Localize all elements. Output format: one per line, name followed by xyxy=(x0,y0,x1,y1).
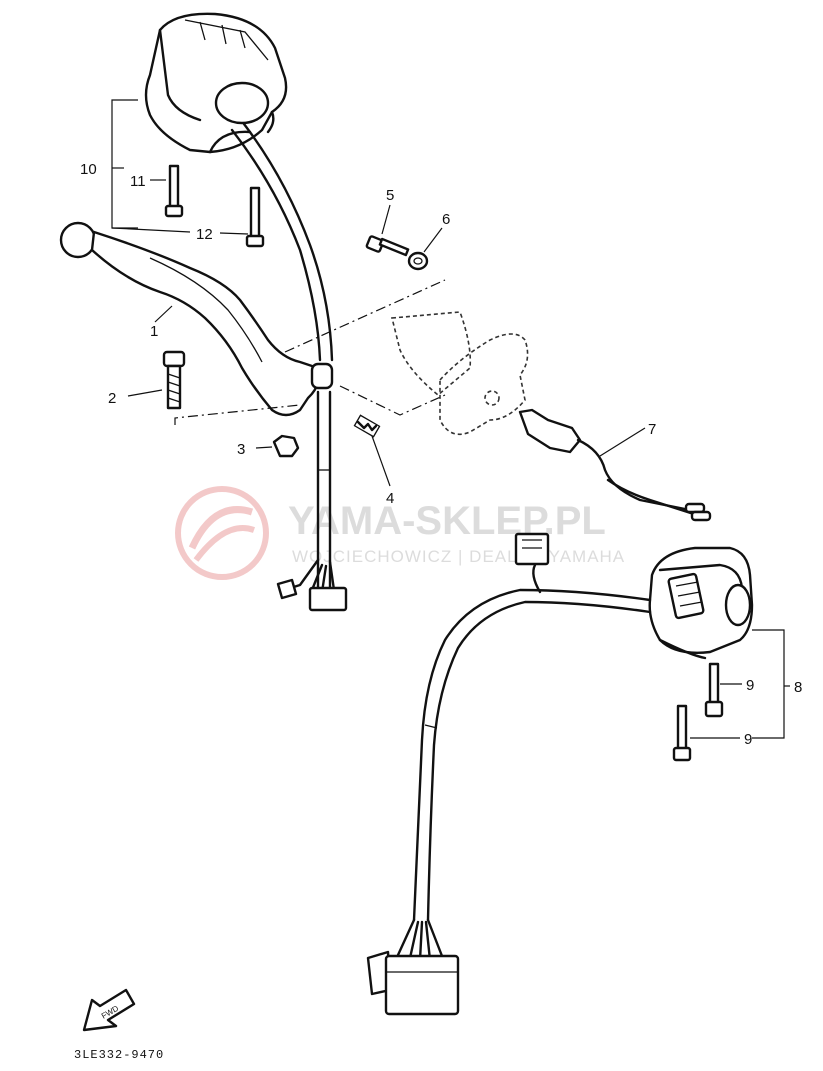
screw-9-lower xyxy=(672,704,692,762)
nut-3 xyxy=(272,434,300,458)
callout-7: 7 xyxy=(648,421,656,438)
watermark: YAMA-SKLEP.PL WOJCIECHOWICZ | DEALER YAM… xyxy=(175,486,625,580)
leader-4 xyxy=(371,435,391,487)
callout-3: 3 xyxy=(237,441,245,458)
left-handlebar-switch xyxy=(144,12,288,154)
axis-line-bolt xyxy=(284,279,446,353)
callout-8: 8 xyxy=(794,679,802,696)
right-switch-connector xyxy=(366,918,460,1016)
leader-2 xyxy=(127,389,163,397)
callout-10: 10 xyxy=(80,161,97,178)
callout-11: 11 xyxy=(130,173,146,190)
fwd-arrow-icon xyxy=(82,988,136,1032)
callout-5: 5 xyxy=(386,187,394,204)
screw-9-upper xyxy=(704,662,724,718)
pivot-bolt-5 xyxy=(365,235,410,257)
screw-11 xyxy=(164,164,184,218)
watermark-subtitle: WOJCIECHOWICZ | DEALER YAMAHA xyxy=(292,547,625,566)
axis-line-lever xyxy=(174,404,301,425)
callout-9-upper: 9 xyxy=(746,677,754,694)
axis-line-bracket xyxy=(339,385,446,416)
clutch-lever xyxy=(59,221,334,417)
leader-1 xyxy=(154,305,173,323)
left-switch-connector xyxy=(276,558,348,612)
callout-bracket-10 xyxy=(111,99,138,229)
screw-12 xyxy=(245,186,265,248)
callout-6: 6 xyxy=(442,211,450,228)
lever-holder-outline xyxy=(390,311,529,436)
nut-6 xyxy=(407,251,429,271)
left-switch-cable-edge xyxy=(242,122,334,362)
left-switch-cable xyxy=(230,128,322,362)
callout-2: 2 xyxy=(108,390,116,407)
reference-code: 3LE332-9470 xyxy=(74,1048,164,1062)
callout-bracket-8 xyxy=(752,629,785,739)
leader-6 xyxy=(423,227,443,253)
leader-12 xyxy=(111,227,249,235)
callout-9-lower: 9 xyxy=(744,731,752,748)
leader-7 xyxy=(599,427,646,457)
bolt-2 xyxy=(162,350,186,410)
spring-4 xyxy=(353,414,381,438)
watermark-title: YAMA-SKLEP.PL xyxy=(288,499,606,543)
leader-3 xyxy=(255,446,273,449)
right-switch-cable-edge xyxy=(426,600,652,922)
clutch-switch-7 xyxy=(518,408,712,522)
cable-break-mark-2 xyxy=(424,724,438,729)
callout-4: 4 xyxy=(386,490,394,507)
watermark-logo-icon xyxy=(175,486,269,580)
callout-1: 1 xyxy=(150,323,158,340)
callout-12: 12 xyxy=(196,226,213,243)
right-switch-cable xyxy=(412,588,652,922)
right-handlebar-switch xyxy=(648,546,754,660)
small-connector xyxy=(514,532,550,594)
leader-5 xyxy=(381,204,391,235)
